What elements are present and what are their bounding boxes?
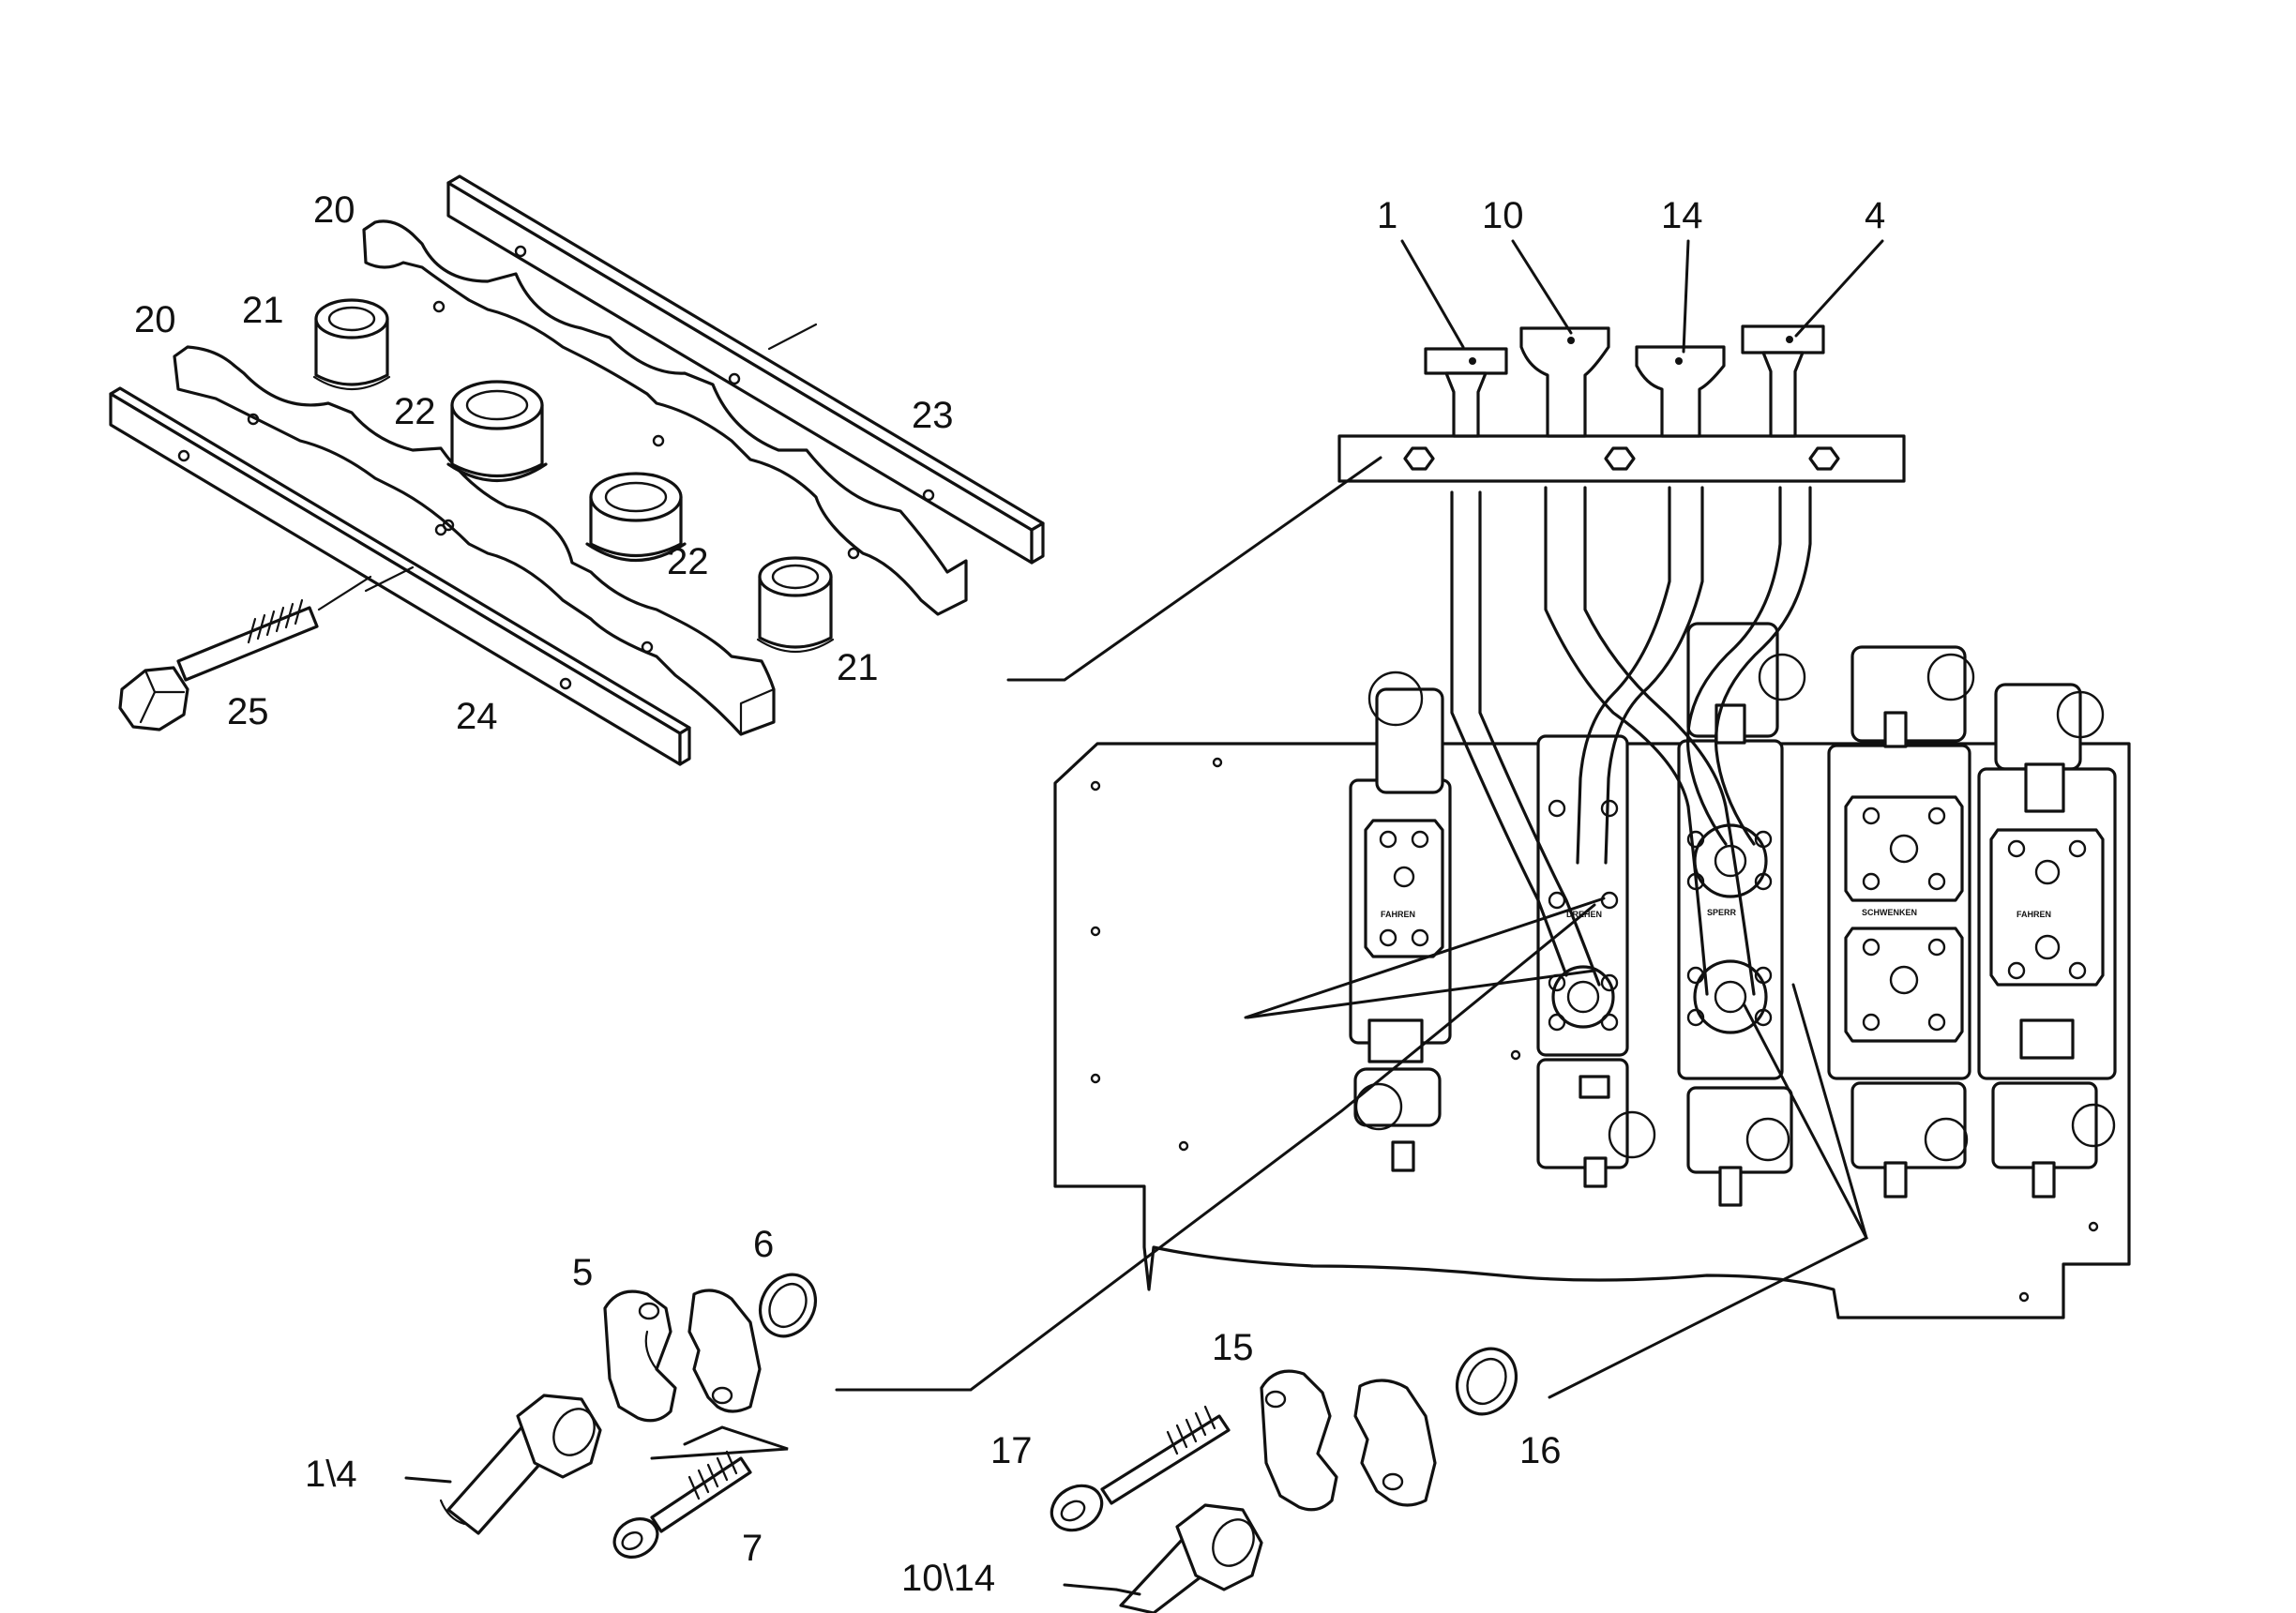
callout-17: 17 — [990, 1430, 1033, 1471]
bushing-21-lower — [756, 556, 835, 654]
callout-20-left: 20 — [134, 299, 176, 340]
callout-5: 5 — [572, 1252, 593, 1293]
split-flange-half-15 — [1260, 1369, 1338, 1512]
callout-21-bottom: 21 — [837, 647, 879, 688]
o-ring-16 — [1455, 1347, 1518, 1416]
screw-17 — [1050, 1405, 1231, 1532]
callout-1-4: 1\4 — [305, 1454, 357, 1495]
bolt-25 — [118, 575, 372, 731]
base-plate-24 — [109, 386, 691, 766]
split-flange-half-5b — [687, 1289, 762, 1413]
callout-14: 14 — [1661, 195, 1703, 236]
hose-end-1-4 — [439, 1394, 602, 1535]
clamp-half-20-upper — [362, 219, 968, 616]
mounting-plate-outline — [1053, 742, 2131, 1319]
bushing-21-upper — [312, 298, 391, 391]
callout-10-14: 10\14 — [901, 1558, 995, 1599]
valve-section-2: DREHEN — [1536, 734, 1656, 1188]
bushing-22-lower — [585, 472, 687, 562]
bushing-22-upper — [446, 380, 548, 482]
callout-16: 16 — [1519, 1430, 1562, 1471]
valve-plate-label-3: SPERR — [1707, 908, 1737, 917]
clamp-half-20-lower — [173, 345, 776, 736]
callout-4: 4 — [1865, 195, 1885, 236]
plate-holes — [1090, 757, 2099, 1303]
callout-22-top: 22 — [394, 391, 436, 432]
split-flange-half-5 — [603, 1289, 677, 1423]
callout-7: 7 — [742, 1528, 763, 1569]
hydraulic-hoses — [1450, 486, 1812, 996]
pipe-clamp-assembly — [109, 174, 1045, 766]
callout-1: 1 — [1377, 195, 1397, 236]
valve-section-3: SPERR — [1677, 622, 1806, 1207]
valve-plate-label-4: SCHWENKEN — [1862, 908, 1917, 917]
hose-fitting-14 — [1635, 345, 1726, 438]
o-ring-6 — [758, 1273, 818, 1338]
hose-fitting-10 — [1519, 326, 1610, 438]
valve-section-5: FAHREN — [1977, 683, 2117, 1198]
hose-end-10-14 — [1119, 1503, 1263, 1613]
screw-7 — [612, 1450, 752, 1559]
split-flange-half-15b — [1353, 1379, 1437, 1507]
split-flange-kit-right — [1050, 1347, 1518, 1613]
callout-24: 24 — [456, 696, 498, 737]
valve-section-1: FAHREN — [1349, 671, 1452, 1172]
cover-plate-23 — [446, 174, 1045, 565]
valve-plate-label-5: FAHREN — [2017, 910, 2051, 919]
callout-21-top: 21 — [242, 290, 284, 331]
leader-lines — [404, 239, 1884, 1596]
control-valve-assembly: FAHREN DREHEN — [1053, 324, 2131, 1319]
callout-23: 23 — [912, 395, 954, 436]
hose-fitting-1 — [1424, 347, 1508, 438]
hose-fitting-4 — [1741, 324, 1825, 438]
valve-section-4: SCHWENKEN — [1827, 645, 1975, 1198]
callout-15: 15 — [1212, 1327, 1254, 1368]
valve-plate-label-1: FAHREN — [1381, 910, 1415, 919]
callout-20-top: 20 — [313, 189, 355, 231]
hose-support-bracket — [1337, 434, 1906, 483]
split-flange-kit-left — [439, 1273, 818, 1559]
callout-6: 6 — [753, 1224, 774, 1265]
callout-25: 25 — [227, 691, 269, 732]
callout-10: 10 — [1482, 195, 1524, 236]
